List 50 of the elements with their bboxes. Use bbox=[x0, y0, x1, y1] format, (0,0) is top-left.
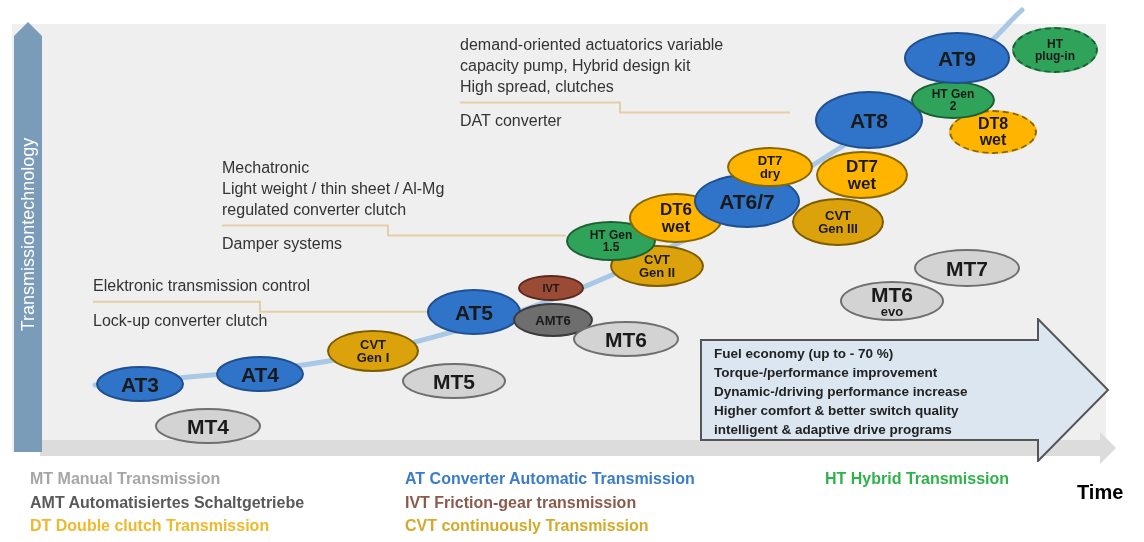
benefit-text: Higher comfort & better switch quality bbox=[714, 402, 960, 420]
legend-entry: AMT Automatisiertes Schaltgetriebe bbox=[30, 494, 305, 512]
feature-text: Lock-up converter clutch bbox=[93, 310, 269, 331]
oval-label: DT6 wet bbox=[658, 201, 694, 235]
oval-label: CVT Gen III bbox=[817, 209, 859, 235]
feature-text: demand-oriented actuatorics variable capacity pump, Hybrid design kit bbox=[460, 35, 725, 76]
oval-label: AT4 bbox=[240, 363, 280, 385]
oval-label: MT7 bbox=[946, 257, 988, 279]
oval-label: AT6/7 bbox=[719, 190, 775, 212]
legend-entry: IVT Friction-gear transmission bbox=[405, 494, 637, 512]
benefit-text: Dynamic-/driving performance increase bbox=[714, 383, 968, 401]
legend-entry: CVT continuously Transmission bbox=[405, 517, 649, 535]
oval-label: CVT Gen I bbox=[355, 338, 391, 364]
axis-title: Time bbox=[1077, 481, 1124, 504]
oval-label: AT3 bbox=[120, 373, 160, 395]
oval-label: CVT Gen II bbox=[637, 253, 677, 279]
oval-label: MT6 bbox=[605, 328, 647, 350]
axis-title: Transmissiontechnology bbox=[17, 136, 39, 334]
legend-entry: AT Converter Automatic Transmission bbox=[405, 470, 695, 488]
oval-label: MT6 bbox=[871, 284, 913, 305]
benefit-text: Fuel economy (up to - 70 %) bbox=[714, 345, 895, 363]
oval-label: AT5 bbox=[454, 301, 494, 323]
leader-line bbox=[92, 300, 428, 313]
leader-line bbox=[221, 224, 567, 237]
oval-label: DT7 wet bbox=[844, 158, 880, 192]
feature-text: Elektronic transmission control bbox=[93, 276, 311, 296]
feature-text: Mechatronic bbox=[222, 158, 311, 178]
legend-entry: DT Double clutch Transmission bbox=[30, 517, 270, 535]
oval-label: AMT6 bbox=[535, 313, 571, 327]
oval-label: evo bbox=[880, 305, 904, 318]
oval-label: HT Gen 2 bbox=[930, 88, 976, 112]
oval-label: DT8 wet bbox=[976, 116, 1010, 148]
feature-text: Damper systems bbox=[222, 234, 344, 255]
oval-label: MT4 bbox=[187, 415, 229, 437]
oval-label: HT Gen 1.5 bbox=[588, 229, 634, 253]
oval-label: DT7 dry bbox=[756, 154, 784, 180]
oval-label: MT5 bbox=[433, 370, 475, 392]
benefit-text: intelligent & adaptive drive programs bbox=[714, 421, 953, 439]
feature-text: regulated converter clutch bbox=[222, 199, 408, 220]
oval-label: IVT bbox=[542, 282, 560, 294]
oval-label: AT8 bbox=[849, 109, 889, 131]
legend-entry: MT Manual Transmission bbox=[30, 470, 221, 488]
leader-line bbox=[459, 101, 791, 114]
oval-label: HT plug-in bbox=[1034, 38, 1076, 62]
benefit-text: Torque-/performance improvement bbox=[714, 364, 939, 382]
oval-label: AT9 bbox=[937, 47, 977, 69]
feature-text: Light weight / thin sheet / Al-Mg bbox=[222, 178, 446, 199]
feature-text: High spread, clutches bbox=[460, 76, 615, 97]
feature-text: DAT converter bbox=[460, 111, 563, 132]
legend-entry: HT Hybrid Transmission bbox=[825, 470, 1010, 488]
